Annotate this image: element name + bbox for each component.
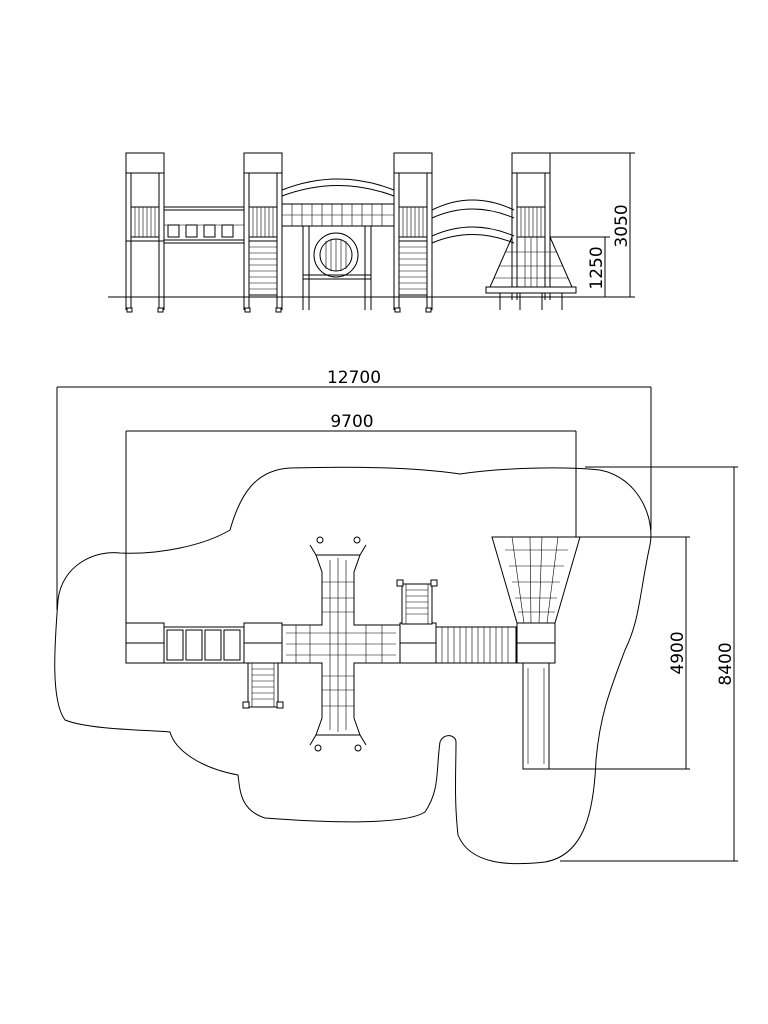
dimension-total-height: 3050 — [550, 152, 635, 298]
dimension-label-3050: 3050 — [612, 204, 632, 247]
dimension-structure-depth: 4900 — [548, 536, 690, 770]
plan-tower-2 — [242, 622, 284, 709]
dimension-structure-width: 9700 — [125, 412, 577, 623]
dimension-overall-width: 12700 — [56, 368, 652, 610]
elevation-tower-4 — [485, 152, 577, 310]
dimension-label-12700: 12700 — [327, 368, 381, 388]
dimension-label-9700: 9700 — [330, 412, 373, 432]
plan-tower-1 — [125, 622, 165, 664]
elevation-tower-2 — [243, 152, 283, 313]
safety-zone-outline — [54, 466, 652, 865]
plan-bridge-1 — [163, 626, 245, 664]
elevation-tower-3 — [393, 152, 433, 313]
dimension-label-4900: 4900 — [668, 631, 688, 674]
plan-bridge-2 — [435, 626, 517, 664]
elevation-bridge-1 — [164, 206, 244, 244]
elevation-tower-1 — [125, 152, 165, 313]
plan-cross-net — [281, 536, 401, 752]
dimension-platform-height: 1250 — [550, 236, 610, 297]
plan-view: 12700 9700 8400 4900 — [54, 368, 738, 865]
elevation-arch-bridge — [431, 199, 515, 244]
elevation-center-tube — [281, 178, 395, 310]
dimension-overall-depth: 8400 — [560, 466, 738, 862]
dimension-label-8400: 8400 — [716, 642, 736, 685]
plan-tower-3 — [396, 579, 438, 664]
front-elevation: 3050 1250 — [108, 152, 635, 313]
dimension-label-1250: 1250 — [587, 246, 607, 289]
plan-tower-4 — [491, 536, 581, 770]
